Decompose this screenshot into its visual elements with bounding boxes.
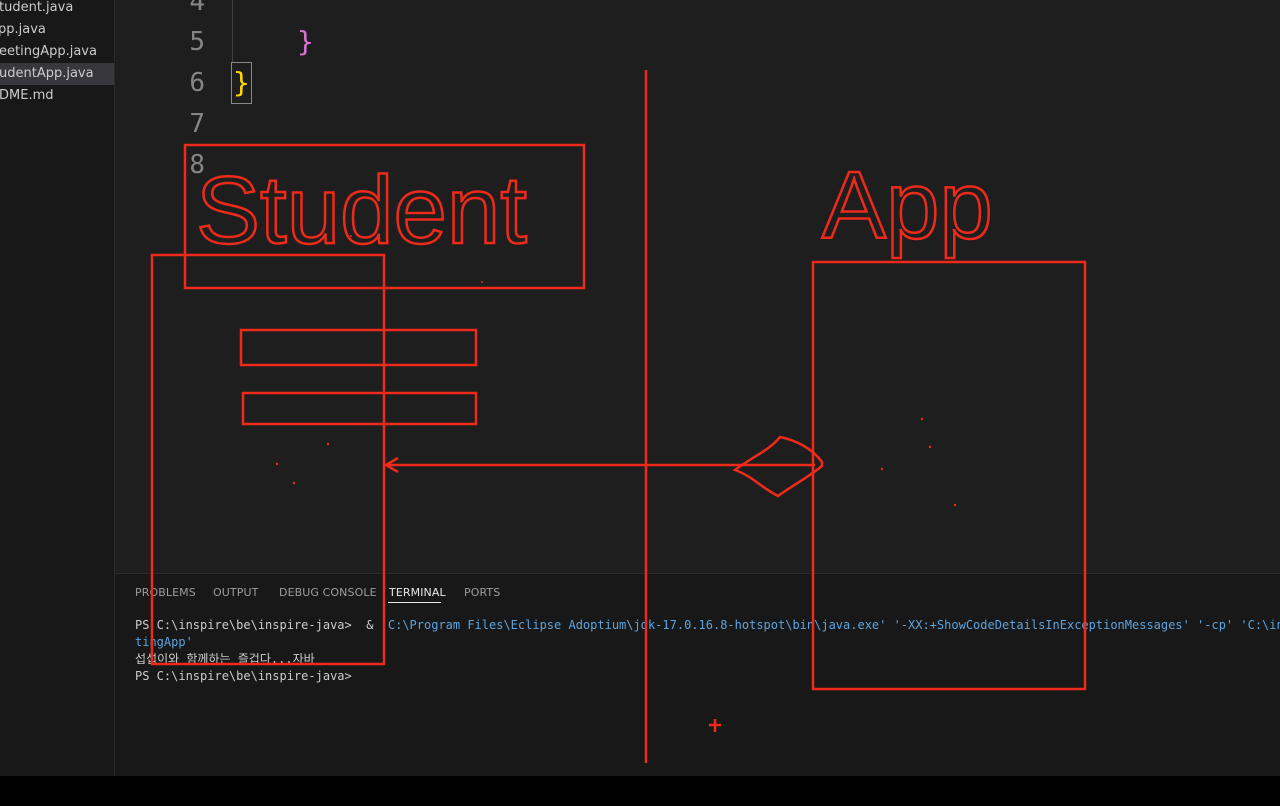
explorer-sidebar: tudent.java pp.java eetingApp.java udent… [0,0,115,776]
line-number: 4 [189,0,205,17]
tab-output[interactable]: OUTPUT [213,586,259,599]
tab-terminal[interactable]: TERMINAL [389,586,446,599]
file-item-greeting-app-java[interactable]: eetingApp.java [0,41,114,63]
terminal-line: PS C:\inspire\be\inspire-java> [135,669,352,683]
terminal-line: 섭섭이와 함께하는 즐겁다...자바 [135,652,315,666]
vscode-window: tudent.java pp.java eetingApp.java udent… [0,0,1280,776]
file-item-app-java[interactable]: pp.java [0,19,114,41]
bottom-panel: PROBLEMS OUTPUT DEBUG CONSOLE TERMINAL P… [115,573,1280,776]
line-number: 8 [189,150,205,180]
line-number: 7 [189,109,205,139]
file-item-readme-md[interactable]: DME.md [0,85,114,107]
line-number: 5 [189,27,205,57]
line-number: 6 [189,68,205,98]
file-label: DME.md [0,88,54,103]
tab-debug-console[interactable]: DEBUG CONSOLE [279,586,377,599]
code-editor[interactable]: 4 5 6 7 8 } } [115,0,1280,572]
code-closing-brace-matched: } [231,62,252,104]
tab-ports[interactable]: PORTS [464,586,501,599]
file-item-student-app-java[interactable]: udentApp.java [0,63,114,85]
file-label: pp.java [0,22,46,37]
file-item-student-java[interactable]: tudent.java [0,0,114,19]
file-label: eetingApp.java [0,44,97,59]
code-closing-brace: } [297,25,314,58]
terminal-line: PS C:\inspire\be\inspire-java> & 'C:\Pro… [135,617,1280,634]
file-label: udentApp.java [0,66,94,81]
terminal-line: tingApp' [135,635,193,649]
indent-guide [232,0,233,62]
terminal-prompt: PS C:\inspire\be\inspire-java> & [135,618,381,632]
file-label: tudent.java [0,0,74,15]
active-tab-indicator [388,602,441,603]
screen-bottom-bar [0,776,1280,806]
tab-problems[interactable]: PROBLEMS [135,586,196,599]
terminal-command: 'C:\Program Files\Eclipse Adoptium\jdk-1… [380,618,1280,632]
